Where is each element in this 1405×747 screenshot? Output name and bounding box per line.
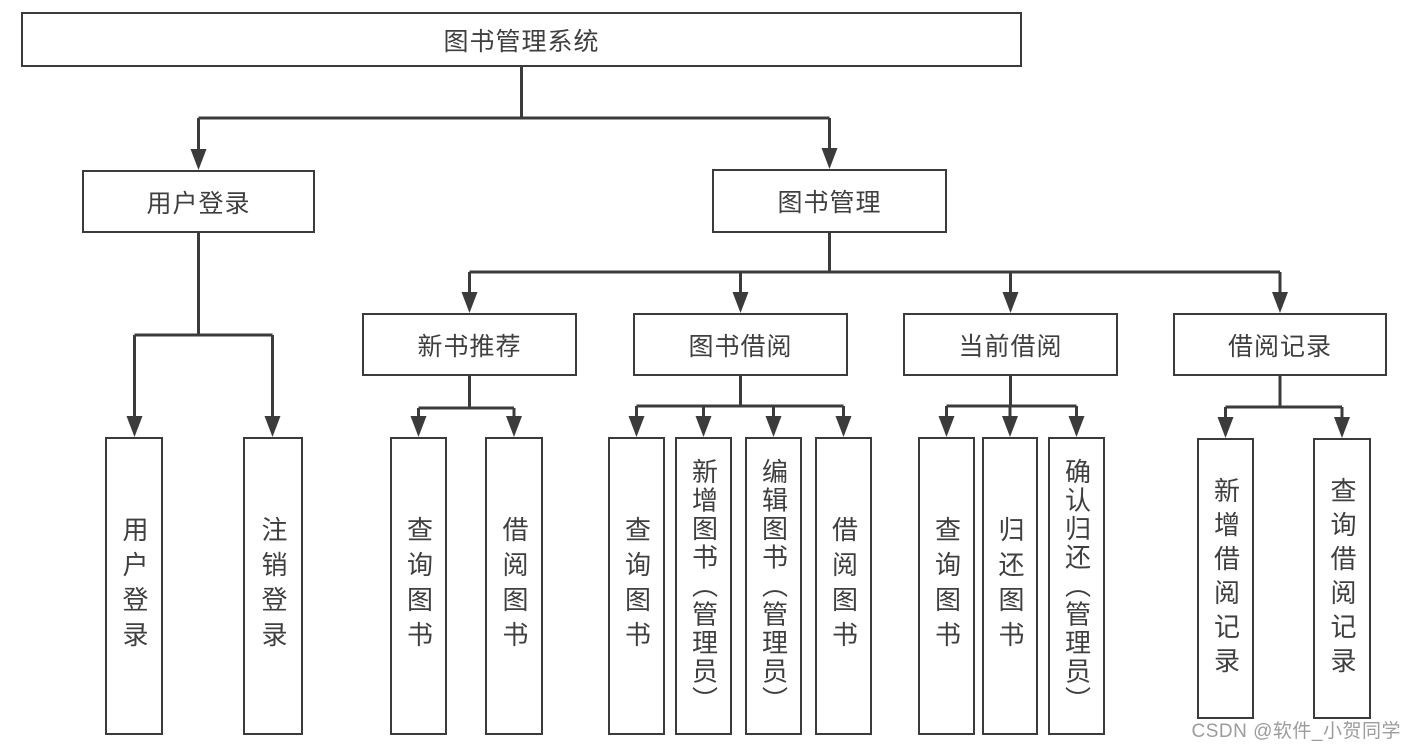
leaf-borrow-books-1-label: 借阅图书 xyxy=(499,516,529,656)
leaf-add-books-admin: 新增图书（管理员） xyxy=(675,437,732,735)
leaf-borrow-books-2-label: 借阅图书 xyxy=(828,516,859,656)
leaf-borrow-books-1: 借阅图书 xyxy=(485,437,543,735)
node-current-borrowing: 当前借阅 xyxy=(903,313,1118,376)
node-book-borrowing: 图书借阅 xyxy=(633,313,848,376)
node-book-management-label: 图书管理 xyxy=(777,189,882,217)
leaf-logout-label: 注销登录 xyxy=(258,516,288,656)
leaf-add-borrow-record-label: 新增借阅记录 xyxy=(1210,476,1241,681)
node-new-book-recommend-label: 新书推荐 xyxy=(417,332,522,361)
leaf-query-books-3: 查询图书 xyxy=(918,437,975,735)
leaf-query-borrow-record: 查询借阅记录 xyxy=(1313,438,1371,719)
node-root: 图书管理系统 xyxy=(21,12,1022,67)
leaf-return-books-label: 归还图书 xyxy=(995,516,1025,656)
leaf-query-books-1-label: 查询图书 xyxy=(403,516,434,656)
leaf-add-borrow-record: 新增借阅记录 xyxy=(1197,438,1254,719)
node-root-label: 图书管理系统 xyxy=(443,27,600,56)
leaf-query-books-2-label: 查询图书 xyxy=(621,516,652,656)
leaf-user-login-label: 用户登录 xyxy=(119,516,149,656)
node-borrowing-records-label: 借阅记录 xyxy=(1227,332,1332,361)
node-borrowing-records: 借阅记录 xyxy=(1173,313,1387,376)
leaf-edit-books-admin-label: 编辑图书（管理员） xyxy=(758,457,789,715)
leaf-confirm-return-admin-label: 确认归还（管理员） xyxy=(1061,457,1092,715)
csdn-watermark: CSDN @软件_小贺同学 xyxy=(1191,721,1401,742)
leaf-user-login: 用户登录 xyxy=(105,437,163,735)
node-user-login: 用户登录 xyxy=(82,170,315,233)
leaf-borrow-books-2: 借阅图书 xyxy=(815,437,872,735)
leaf-edit-books-admin: 编辑图书（管理员） xyxy=(745,437,802,735)
node-book-management: 图书管理 xyxy=(712,169,947,233)
node-current-borrowing-label: 当前借阅 xyxy=(958,332,1063,361)
leaf-query-books-2: 查询图书 xyxy=(608,437,665,735)
leaf-logout: 注销登录 xyxy=(243,437,303,735)
leaf-query-books-1: 查询图书 xyxy=(390,437,447,735)
leaf-add-books-admin-label: 新增图书（管理员） xyxy=(688,457,719,715)
node-user-login-label: 用户登录 xyxy=(146,189,251,218)
leaf-confirm-return-admin: 确认归还（管理员） xyxy=(1048,437,1105,735)
leaf-return-books: 归还图书 xyxy=(982,437,1038,735)
node-book-borrowing-label: 图书借阅 xyxy=(688,332,793,361)
leaf-query-borrow-record-label: 查询借阅记录 xyxy=(1327,476,1357,681)
leaf-query-books-3-label: 查询图书 xyxy=(931,516,962,656)
node-new-book-recommend: 新书推荐 xyxy=(362,313,577,376)
